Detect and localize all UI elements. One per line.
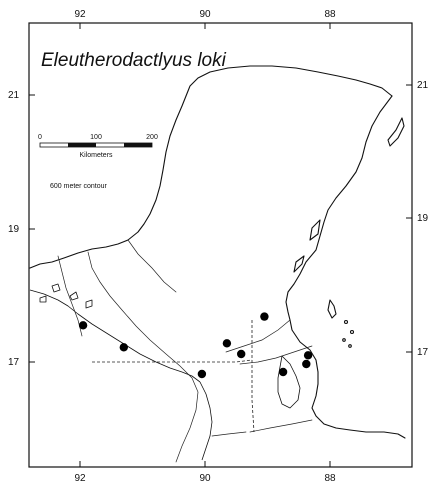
lake-4	[85, 299, 93, 309]
river-south	[211, 431, 247, 437]
border-belize	[251, 320, 255, 433]
border-mexico-guatemala	[92, 359, 253, 363]
locality-dot-7	[278, 367, 288, 377]
river-sarstun	[249, 419, 313, 433]
lake-1	[51, 283, 61, 293]
right-lat-17: 17	[417, 347, 429, 358]
bottom-lon-88: 88	[324, 473, 336, 484]
island-ambergris	[327, 299, 337, 319]
river-candelaria	[127, 239, 177, 293]
lagoon-bay	[309, 219, 321, 241]
scale-tick-200: 200	[146, 134, 158, 141]
contour-legend: 600 meter contour	[50, 183, 107, 190]
bottom-lon-92: 92	[74, 473, 86, 484]
coastline-east	[285, 95, 406, 439]
locality-dot-2	[119, 343, 128, 352]
top-longitude-axis: 92 90 88	[74, 9, 336, 29]
scale-tick-100: 100	[90, 134, 102, 141]
scale-unit: Kilometers	[79, 152, 113, 159]
scale-bar: 0 100 200 Kilometers	[38, 134, 158, 159]
lagoon-bacalar	[293, 255, 305, 273]
coastline-west	[29, 65, 393, 269]
locality-dot-5	[237, 349, 246, 359]
lake-2	[69, 291, 79, 301]
right-lat-19: 19	[417, 213, 429, 224]
bottom-longitude-axis: 92 90 88	[74, 461, 336, 484]
left-lat-19: 19	[8, 224, 20, 235]
right-latitude-axis: 21 19 17	[406, 80, 429, 358]
river-belize	[239, 345, 313, 365]
top-lon-88: 88	[324, 9, 336, 20]
contour-west	[29, 289, 201, 383]
bottom-lon-90: 90	[199, 473, 211, 484]
top-lon-92: 92	[74, 9, 86, 20]
left-lat-21: 21	[8, 90, 20, 101]
contour-maya-mtns	[277, 355, 301, 409]
contour-central	[199, 381, 213, 461]
river-grijalva	[57, 255, 83, 337]
right-lat-21: 21	[417, 80, 429, 91]
locality-dot-4	[222, 339, 232, 348]
locality-dot-3	[197, 369, 207, 379]
map-title: Eleutherodactlyus loki	[41, 50, 227, 71]
top-lon-90: 90	[199, 9, 211, 20]
locality-dot-6	[260, 312, 269, 321]
island-cozumel	[387, 117, 405, 147]
scale-tick-0: 0	[38, 134, 42, 141]
locality-points	[78, 312, 313, 379]
river-usumacinta	[87, 251, 199, 463]
left-lat-17: 17	[8, 357, 20, 368]
locality-dot-1	[78, 321, 88, 330]
river-hondo	[225, 319, 291, 353]
left-latitude-axis: 21 19 17	[8, 90, 35, 368]
map-frame	[28, 22, 413, 468]
locality-dot-8	[303, 351, 313, 360]
locality-dot-9	[302, 359, 311, 369]
lake-3	[39, 295, 47, 303]
